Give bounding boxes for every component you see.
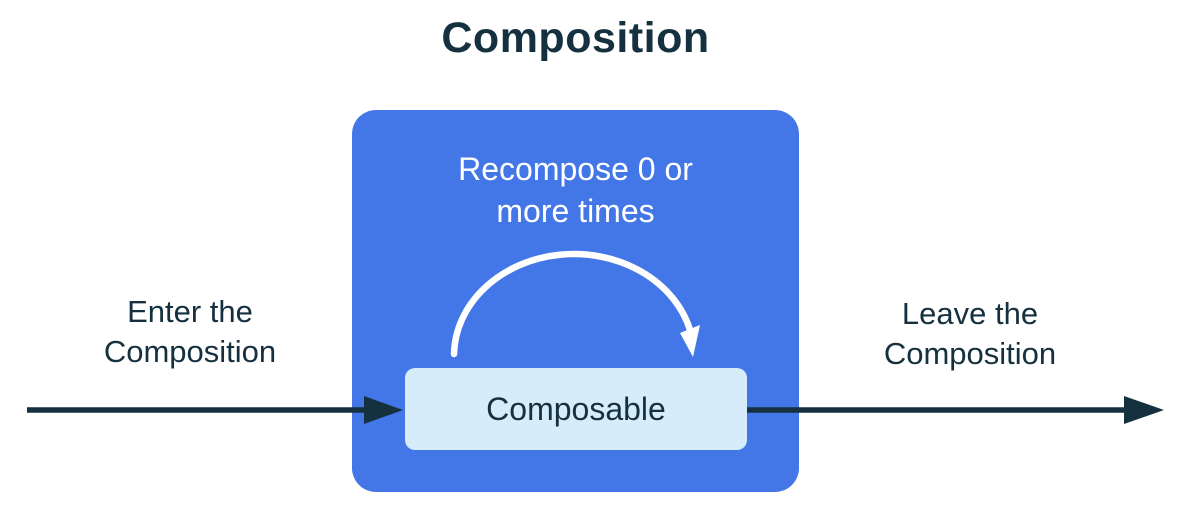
enter-composition-label: Enter the Composition <box>103 294 277 369</box>
leave-composition-label: Leave the Composition <box>883 296 1057 371</box>
composable-label: Composable <box>486 390 666 427</box>
recompose-label: Recompose 0 or more times <box>458 151 693 229</box>
leave-arrow-head-icon <box>1124 396 1164 424</box>
composable-box: Composable <box>405 368 747 450</box>
diagram-title: Composition <box>441 14 710 62</box>
